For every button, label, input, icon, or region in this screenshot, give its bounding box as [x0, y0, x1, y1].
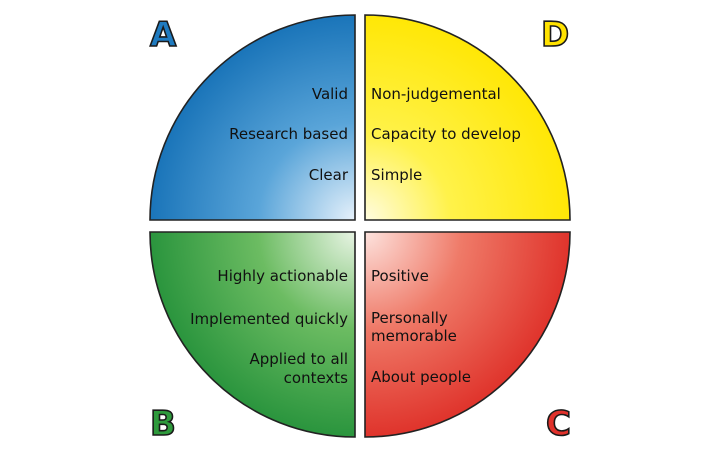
quadrant-c	[364, 231, 571, 438]
quadrant-d-item: Simple	[371, 166, 423, 184]
quadrant-d	[364, 14, 571, 221]
quadrant-c-item: Personally	[371, 309, 448, 327]
quadrant-c-item: About people	[371, 368, 471, 386]
quadrant-b-letter: B	[149, 404, 177, 444]
quadrant-a-letter: A	[149, 15, 177, 55]
quadrant-b	[149, 231, 356, 438]
quadrant-a	[149, 14, 356, 221]
quadrant-b-item: Applied to all	[249, 350, 348, 368]
quadrant-c-item: memorable	[371, 327, 457, 345]
quadrant-a-item: Clear	[308, 166, 348, 184]
quadrant-d-letter: D	[540, 15, 570, 55]
quadrant-c-letter: C	[545, 404, 572, 444]
quadrant-a-item: Valid	[311, 85, 348, 103]
quadrant-b-item: contexts	[283, 369, 348, 387]
quadrant-b-item: Implemented quickly	[190, 310, 348, 328]
quadrant-d-item: Non-judgemental	[371, 85, 501, 103]
quadrant-a-item: Research based	[229, 125, 348, 143]
quadrant-b-item: Highly actionable	[217, 267, 348, 285]
quadrant-c-item: Positive	[371, 267, 429, 285]
quadrant-d-item: Capacity to develop	[371, 125, 521, 143]
